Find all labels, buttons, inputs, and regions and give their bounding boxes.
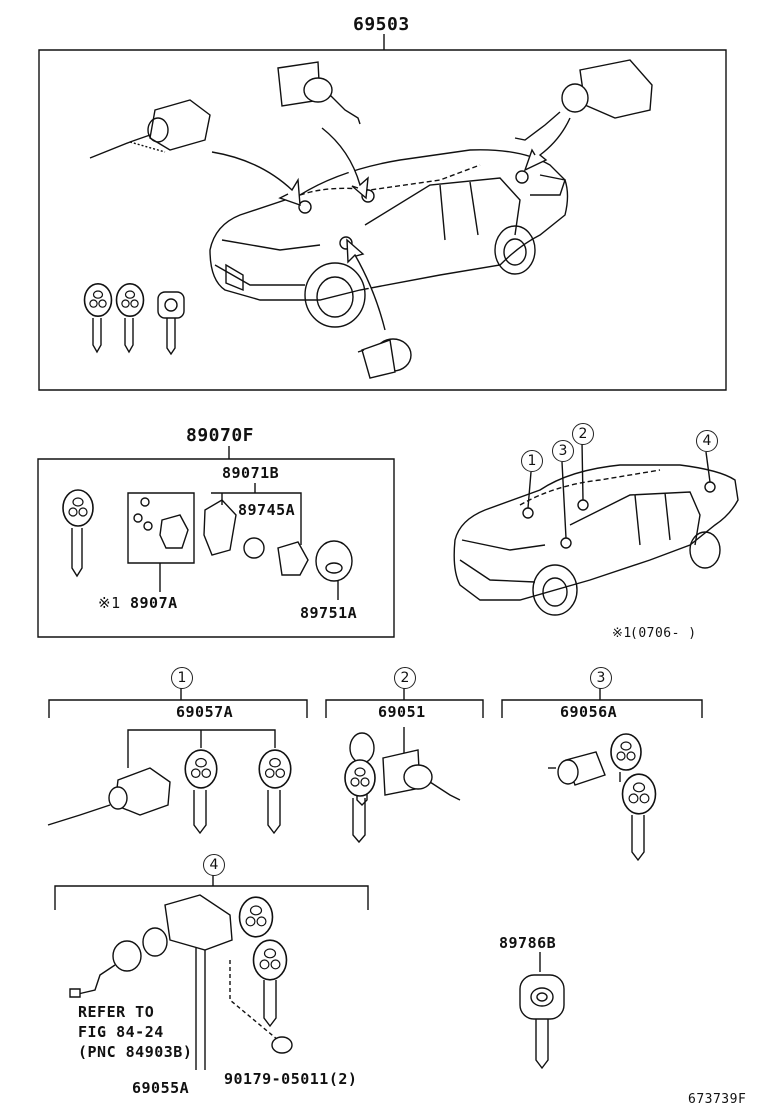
figure-id: 673739F <box>688 1092 747 1107</box>
group-1-bracket <box>49 700 307 718</box>
car-illustration-top <box>210 150 568 327</box>
kit-sub-part-a: 89071B <box>222 464 280 482</box>
car-illustration-locations <box>454 442 738 615</box>
key-89786b-illustration <box>520 975 564 1068</box>
main-assembly-frame <box>39 50 726 390</box>
transmitter-board-illustration <box>134 498 352 581</box>
glove-box-lock-illustration <box>358 339 411 378</box>
main-assembly-part-number: 69503 <box>353 14 410 35</box>
group-4-illustration <box>70 895 292 1053</box>
group-3-part-number: 69056A <box>560 703 618 721</box>
transmitter-kit-part-number: 89070F <box>186 425 255 446</box>
refer-line-1: REFER TO <box>78 1003 155 1021</box>
location-marker-3: 3 <box>552 440 574 462</box>
key-illustration-kit <box>62 489 94 576</box>
note-text: (0706- ) <box>630 626 697 641</box>
group-3-number: 3 <box>590 667 612 689</box>
location-marker-2: 2 <box>572 423 594 445</box>
group-2-part-number: 69051 <box>378 703 426 721</box>
note-mark: ※1 <box>612 626 632 641</box>
group-4-bracket <box>55 886 368 910</box>
group-4-part-number: 69055A <box>132 1079 190 1097</box>
door-lock-cylinder-illustration <box>278 62 360 124</box>
location-marker-4: 4 <box>696 430 718 452</box>
keys-illustration-top <box>83 283 185 354</box>
group-1-part-number: 69057A <box>176 703 234 721</box>
kit-sub-part-b: 89745A <box>238 501 296 519</box>
kit-sub-part-d: 89751A <box>300 604 358 622</box>
location-marker-1: 1 <box>521 450 543 472</box>
key-part-number: 89786B <box>499 934 557 952</box>
group-2-number: 2 <box>394 667 416 689</box>
group-1-illustration <box>48 749 292 833</box>
transmitter-kit-frame <box>38 459 394 637</box>
kit-sub-part-c-mark: ※1 <box>98 594 121 612</box>
group-1-number: 1 <box>171 667 193 689</box>
group-2-illustration <box>344 733 460 842</box>
refer-line-3: (PNC 84903B) <box>78 1043 193 1061</box>
ignition-cylinder-illustration <box>90 100 210 158</box>
refer-line-2: FIG 84-24 <box>78 1023 164 1041</box>
group-3-illustration <box>548 733 657 860</box>
bolt-part-number: 90179-05011(2) <box>224 1070 358 1088</box>
kit-sub-part-c: 8907A <box>130 594 178 612</box>
group-3-bracket <box>502 700 702 718</box>
luggage-lock-illustration <box>515 60 652 140</box>
group-4-number: 4 <box>203 854 225 876</box>
